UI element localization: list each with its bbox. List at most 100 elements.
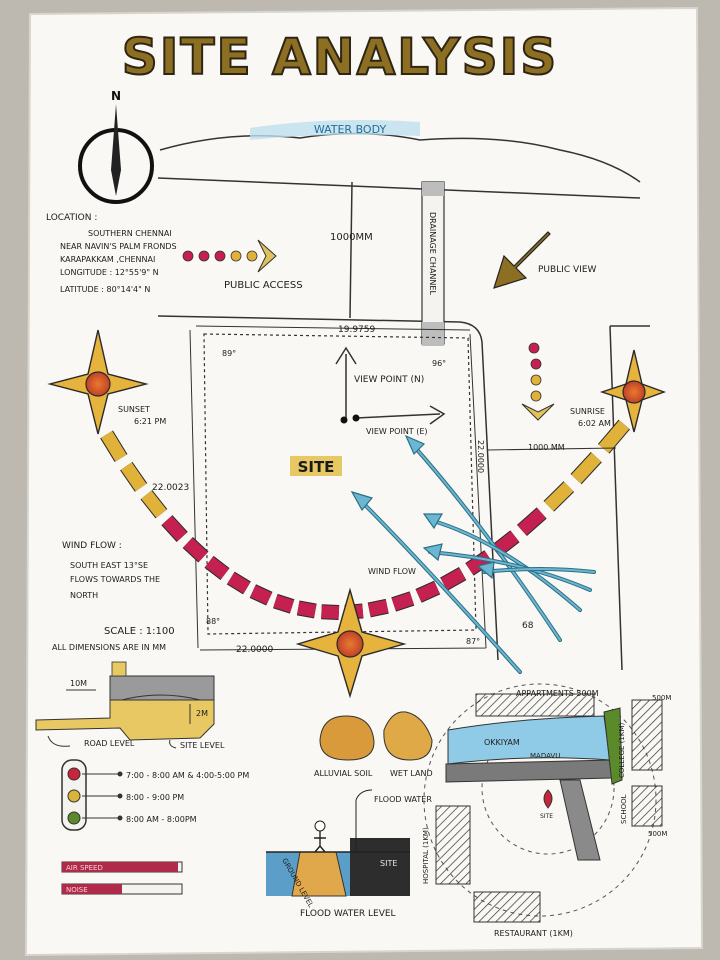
sun-path-segment	[297, 601, 317, 618]
wind-heading: WIND FLOW :	[62, 541, 122, 551]
sun-path-segment	[141, 490, 167, 518]
flood-section: FLOOD WATER SITE GROUND LEVEL FLOOD WATE…	[266, 789, 432, 919]
location-heading: LOCATION :	[46, 213, 97, 223]
sun-path-segment	[544, 481, 574, 511]
location-line: LATITUDE : 80°14'4" N	[60, 285, 150, 294]
sunset-star	[47, 329, 149, 435]
legend-bar-air-speed: AIR SPEED	[66, 864, 103, 872]
noon-sun-star	[295, 587, 407, 699]
sunrise-time: 6:02 AM	[578, 419, 611, 428]
angle-top-left: 89°	[222, 349, 236, 358]
location-line: KARAPAKKAM ,CHENNAI	[60, 255, 155, 264]
context-map: APPARTMENTS 500M OKKIYAM MADAVU COLLEGE …	[422, 683, 671, 938]
sun-path-segment	[101, 431, 127, 462]
site-label: SITE	[298, 458, 335, 476]
traffic-time-red: 7:00 - 8:00 AM & 4:00-5:00 PM	[126, 771, 249, 780]
view-point-east-label: VIEW POINT (E)	[366, 427, 428, 436]
site-level-label: SITE LEVEL	[180, 741, 225, 750]
context-okkiyam: OKKIYAM	[484, 738, 520, 747]
sun-path-segment	[120, 462, 147, 492]
sun-path-segment	[227, 572, 251, 594]
angle-bottom-left: 88°	[206, 617, 220, 626]
sunrise-label: SUNRISE	[570, 407, 605, 416]
sun-path-segment	[183, 537, 208, 562]
location-line: SOUTHERN CHENNAI	[88, 229, 172, 238]
sun-path-segment	[367, 599, 389, 617]
sunset-time: 6:21 PM	[134, 417, 166, 426]
section-width: 10M	[70, 679, 87, 688]
wind-line: FLOWS TOWARDS THE	[70, 575, 160, 584]
alluvial-soil-label: ALLUVIAL SOIL	[314, 769, 373, 778]
roads	[157, 181, 650, 671]
wind-arrows	[358, 442, 596, 674]
sun-path-segment	[571, 452, 602, 484]
traffic-time-green: 8:00 AM - 8:00PM	[126, 815, 197, 824]
page-title: SITE ANALYSIS	[122, 28, 558, 86]
road-width-top: 1000MM	[330, 232, 373, 243]
sun-path-segment	[391, 592, 414, 611]
soil-samples: ALLUVIAL SOIL WET LAND	[314, 711, 433, 778]
dimension-left: 22.0023	[152, 483, 189, 493]
context-site: SITE	[540, 813, 553, 820]
flood-level-label: FLOOD WATER LEVEL	[300, 909, 396, 919]
entry-indicator	[521, 342, 555, 421]
water-body-label: WATER BODY	[314, 123, 387, 136]
sun-path-segment	[250, 585, 273, 605]
context-madavu: MADAVU	[530, 752, 560, 760]
public-access-label: PUBLIC ACCESS	[224, 280, 303, 291]
context-apartments: APPARTMENTS 500M	[516, 689, 599, 698]
context-500m-bottom: 500M	[648, 830, 667, 838]
drainage-channel: DRAINAGE CHANNEL	[421, 181, 445, 346]
dimension-bottom: 22.0000	[236, 645, 273, 655]
road-width-right: 1000 MM	[528, 443, 565, 452]
north-compass: N	[78, 89, 154, 204]
context-hospital: HOSPITAL (1KM)	[422, 827, 430, 884]
sun-path-segment	[415, 581, 440, 602]
wind-line: NORTH	[70, 591, 98, 600]
location-block: LOCATION : SOUTHERN CHENNAI NEAR NAVIN'S…	[46, 213, 177, 294]
legend-bars: AIR SPEED NOISE	[61, 861, 183, 895]
location-line: LONGITUDE : 12°55'9" N	[60, 268, 159, 277]
sunrise-star	[599, 349, 667, 433]
view-point-north-label: VIEW POINT (N)	[354, 375, 424, 385]
sun-path-segment	[205, 556, 229, 580]
dimension-note: ALL DIMENSIONS ARE IN MM	[52, 643, 166, 652]
sunset-label: SUNSET	[118, 405, 150, 414]
context-500m-top: 500M	[652, 694, 671, 702]
legend-bar-noise: NOISE	[66, 886, 88, 894]
wind-arrow-heads	[350, 434, 495, 580]
angle-top-right: 96°	[432, 359, 446, 368]
sun-path-segment	[273, 594, 295, 613]
wind-flow-label: WIND FLOW	[368, 567, 416, 576]
water-body: WATER BODY	[157, 120, 641, 199]
scale-label: SCALE : 1:100	[104, 626, 175, 637]
sun-path-segment	[517, 508, 546, 536]
wind-line: SOUTH EAST 13°SE	[70, 561, 148, 570]
sun-path-segment	[440, 567, 466, 590]
sun-path-segment	[162, 515, 188, 542]
wet-land-label: WET LAND	[390, 769, 433, 778]
wind-speed-mark: 68	[522, 621, 534, 631]
road-level-label: ROAD LEVEL	[84, 739, 135, 748]
location-line: NEAR NAVIN'S PALM FRONDS	[60, 242, 177, 251]
site-section: 10M 2M ROAD LEVEL SITE LEVEL	[35, 661, 225, 750]
public-access-indicator: PUBLIC ACCESS	[182, 239, 303, 291]
north-label: N	[111, 89, 121, 103]
site-label-bg	[290, 456, 342, 476]
traffic-light: 7:00 - 8:00 AM & 4:00-5:00 PM 8:00 - 9:0…	[61, 759, 249, 831]
flood-site-label: SITE	[380, 859, 397, 868]
sun-path-segment	[598, 420, 630, 454]
public-view-label: PUBLIC VIEW	[538, 265, 597, 275]
view-points: VIEW POINT (N) VIEW POINT (E)	[335, 346, 446, 436]
section-height: 2M	[196, 709, 208, 718]
sun-path-segment	[321, 605, 340, 620]
context-college: COLLEGE (1KM)	[618, 722, 626, 778]
entry-chevron-icon	[521, 403, 555, 421]
flood-water-label: FLOOD WATER	[374, 795, 432, 804]
site-boundary	[189, 325, 487, 651]
drainage-channel-label: DRAINAGE CHANNEL	[428, 212, 437, 295]
angle-bottom-right: 87°	[466, 637, 480, 646]
public-view-arrow: PUBLIC VIEW	[493, 231, 597, 289]
